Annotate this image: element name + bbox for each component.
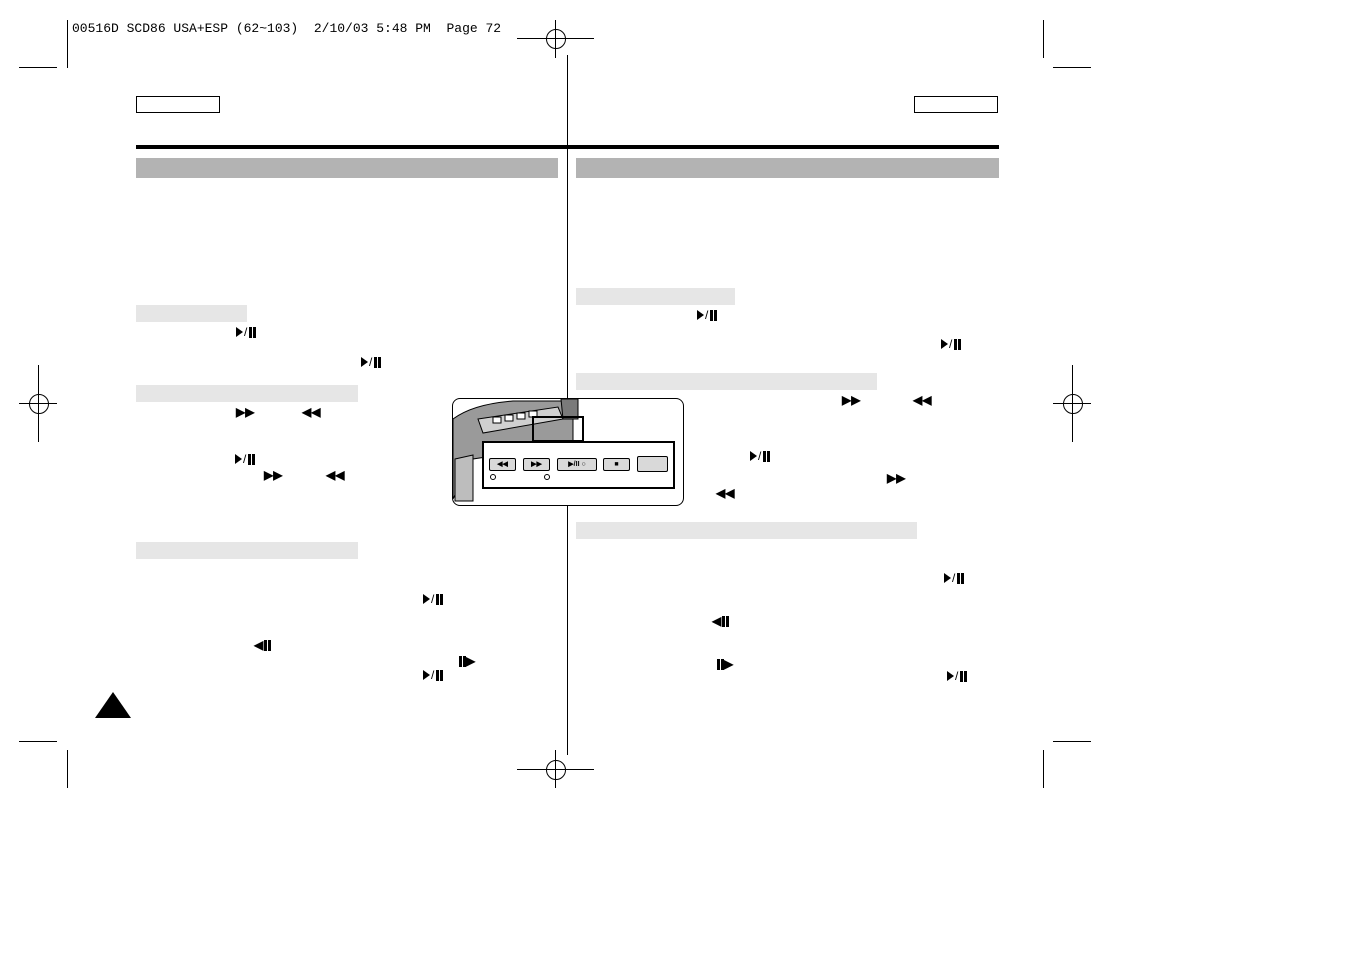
crop-mark bbox=[19, 67, 57, 68]
rewind-icon: ◀◀ bbox=[913, 393, 932, 407]
play-pause-icon: / bbox=[750, 449, 771, 463]
rewind-icon: ◀◀ bbox=[326, 468, 345, 482]
registration-mark-icon bbox=[29, 394, 49, 414]
subsection-bar bbox=[136, 542, 358, 559]
play-pause-icon: / bbox=[236, 325, 257, 339]
extra-button[interactable] bbox=[637, 456, 668, 472]
subsection-bar bbox=[136, 305, 247, 322]
indicator-dot-icon bbox=[490, 474, 496, 480]
registration-mark-icon bbox=[546, 760, 566, 780]
play-pause-button[interactable]: ▶/II ○ bbox=[557, 458, 597, 471]
language-box-right bbox=[914, 96, 998, 113]
crop-mark bbox=[1043, 20, 1044, 58]
slow-forward-icon: ▶ bbox=[716, 657, 733, 671]
fast-forward-button[interactable]: ▶▶ bbox=[523, 458, 550, 471]
rewind-button[interactable]: ◀◀ bbox=[489, 458, 516, 471]
fast-forward-icon: ▶▶ bbox=[236, 405, 255, 419]
slow-reverse-icon: ◀ bbox=[254, 638, 272, 652]
crop-mark bbox=[1053, 67, 1091, 68]
play-pause-icon: / bbox=[947, 669, 968, 683]
crop-mark bbox=[67, 20, 68, 68]
stop-button[interactable]: ■ bbox=[603, 458, 630, 471]
fast-forward-icon: ▶▶ bbox=[264, 468, 283, 482]
subsection-bar bbox=[576, 522, 917, 539]
play-pause-icon: / bbox=[944, 571, 965, 585]
section-bar-right bbox=[576, 158, 999, 178]
registration-line bbox=[555, 750, 556, 788]
rewind-icon: ◀◀ bbox=[302, 405, 321, 419]
play-pause-icon: / bbox=[235, 452, 256, 466]
play-pause-icon: / bbox=[423, 592, 444, 606]
registration-line bbox=[38, 365, 39, 442]
registration-mark-icon bbox=[546, 29, 566, 49]
crop-mark bbox=[19, 741, 57, 742]
rewind-icon: ◀◀ bbox=[716, 486, 735, 500]
header-rule bbox=[136, 145, 999, 149]
fast-forward-icon: ▶▶ bbox=[842, 393, 861, 407]
crop-mark bbox=[1043, 750, 1044, 788]
crop-mark bbox=[67, 750, 68, 788]
play-pause-icon: / bbox=[697, 308, 718, 322]
indicator-dot-icon bbox=[544, 474, 550, 480]
slow-forward-icon: ▶ bbox=[458, 654, 475, 668]
subsection-bar bbox=[576, 373, 877, 390]
registration-line bbox=[555, 20, 556, 58]
page-marker-triangle-icon bbox=[95, 692, 131, 718]
registration-mark-icon bbox=[1063, 394, 1083, 414]
crop-mark bbox=[1053, 741, 1091, 742]
play-pause-icon: / bbox=[423, 668, 444, 682]
registration-line bbox=[1072, 365, 1073, 442]
play-pause-icon: / bbox=[361, 355, 382, 369]
section-bar-left bbox=[136, 158, 558, 178]
fast-forward-icon: ▶▶ bbox=[887, 471, 906, 485]
camcorder-illustration: ◀◀ ▶▶ ▶/II ○ ■ bbox=[452, 398, 684, 506]
print-header: 00516D SCD86 USA+ESP (62~103) 2/10/03 5:… bbox=[72, 21, 502, 36]
subsection-bar bbox=[576, 288, 735, 305]
play-pause-icon: / bbox=[941, 337, 962, 351]
subsection-bar bbox=[136, 385, 358, 402]
control-panel: ◀◀ ▶▶ ▶/II ○ ■ bbox=[482, 441, 675, 489]
language-box-left bbox=[136, 96, 220, 113]
slow-reverse-icon: ◀ bbox=[712, 614, 730, 628]
